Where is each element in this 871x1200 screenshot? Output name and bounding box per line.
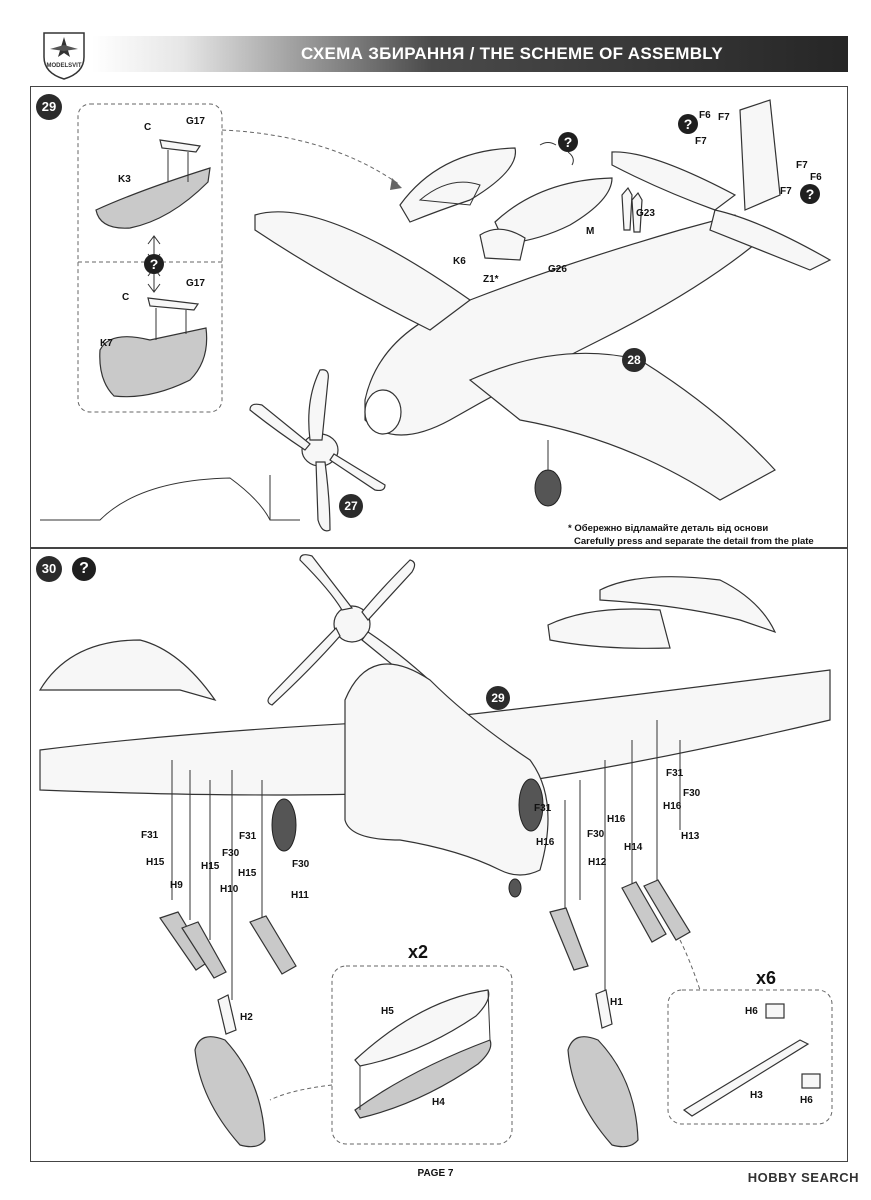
part-k3	[95, 167, 211, 229]
label-h13: H13	[681, 831, 700, 842]
step-29-panel	[30, 86, 848, 548]
label-k6: K6	[453, 256, 466, 267]
ref-step-27: 27	[339, 494, 363, 518]
label-h15-a: H15	[146, 857, 165, 868]
label-f31-c: F31	[534, 803, 552, 814]
logo-text: MODELSVIT	[46, 63, 81, 69]
label-f30-d: F30	[587, 829, 605, 840]
canopy-rear	[494, 177, 613, 245]
label-f31-a: F31	[141, 830, 159, 841]
page-title: СХЕМА ЗБИРАННЯ / THE SCHEME OF ASSEMBLY	[300, 44, 724, 63]
label-f7-bottom: F7	[780, 186, 792, 197]
modelsvit-logo: MODELSVIT	[43, 32, 85, 80]
label-h6-top: H6	[745, 1006, 758, 1017]
ref-step-28: 28	[622, 348, 646, 372]
tank-multiplier: x2	[408, 942, 429, 962]
label-h9: H9	[170, 880, 183, 891]
step-30-badge: 30	[36, 556, 62, 582]
rocket-2	[181, 921, 227, 979]
label-h14: H14	[624, 842, 643, 853]
label-h1: H1	[610, 997, 623, 1008]
canopy-front	[399, 147, 517, 223]
part-h3	[682, 1039, 810, 1117]
label-h12: H12	[588, 857, 607, 868]
label-c-bottom: C	[122, 292, 130, 303]
label-k3: K3	[118, 174, 131, 185]
step-30-panel	[30, 548, 848, 1162]
rocket-4	[549, 907, 589, 971]
drop-tank-right	[567, 1036, 639, 1148]
label-f30-b: F30	[292, 859, 310, 870]
part-g17-bottom	[147, 297, 200, 311]
label-h11: H11	[291, 890, 309, 901]
left-wing	[254, 211, 472, 331]
label-h16-a: H16	[663, 801, 682, 812]
label-f7-mid: F7	[695, 136, 707, 147]
question-icon: ?	[144, 254, 164, 274]
vertical-stabilizer	[739, 99, 781, 211]
drop-tank-left	[194, 1036, 266, 1148]
page-header: СХЕМА ЗБИРАННЯ / THE SCHEME OF ASSEMBLY	[22, 36, 848, 72]
part-h4	[354, 1039, 492, 1119]
label-h2: H2	[240, 1012, 253, 1023]
label-h6-bottom: H6	[800, 1095, 813, 1106]
label-f7-right: F7	[796, 160, 808, 171]
question-icon: ?	[678, 114, 698, 134]
canopy-inset-box	[77, 103, 223, 413]
note-ua: * Обережно відламайте деталь від основи	[568, 523, 769, 534]
note-en: Carefully press and separate the detail …	[574, 536, 814, 547]
label-h4: H4	[432, 1097, 445, 1108]
label-h10: H10	[220, 884, 239, 895]
label-h16-c: H16	[536, 837, 555, 848]
label-h3: H3	[750, 1090, 763, 1101]
label-m: M	[586, 226, 595, 237]
rocket-detail-box	[667, 989, 833, 1125]
header-bar	[92, 36, 848, 72]
question-icon: ?	[800, 184, 820, 204]
part-k7	[99, 327, 208, 398]
label-g17-bottom: G17	[186, 278, 205, 289]
ref-step-29: 29	[486, 686, 510, 710]
label-h15-c: H15	[238, 868, 257, 879]
label-f30-a: F30	[222, 848, 240, 859]
watermark: HOBBY SEARCH	[747, 1170, 859, 1185]
label-f31-b: F31	[239, 831, 257, 842]
label-f7-top: F7	[718, 112, 730, 123]
part-g17-top	[159, 139, 202, 153]
label-g26: G26	[548, 264, 567, 275]
part-h5	[354, 989, 490, 1067]
aircraft-fuselage-underside	[344, 663, 549, 876]
label-g23: G23	[636, 208, 655, 219]
rocket-6	[643, 879, 691, 941]
label-c-top: C	[144, 122, 152, 133]
label-k7: K7	[100, 338, 113, 349]
tank-detail-box	[331, 965, 513, 1145]
rocket-3	[249, 915, 297, 975]
label-h16-b: H16	[607, 814, 626, 825]
label-h15-b: H15	[201, 861, 220, 872]
label-f31-d: F31	[666, 768, 684, 779]
gear-bay-inset-left	[38, 639, 217, 702]
label-h5: H5	[381, 1006, 394, 1017]
label-g17-top: G17	[186, 116, 205, 127]
page-number: PAGE 7	[417, 1168, 454, 1179]
rocket-5	[621, 881, 667, 943]
label-f30-c: F30	[683, 788, 701, 799]
right-wing	[468, 352, 776, 501]
label-f6-top: F6	[699, 110, 711, 121]
gear-bay-inset-right	[599, 576, 777, 634]
question-icon: ?	[72, 557, 96, 581]
label-f6-right: F6	[810, 172, 822, 183]
question-icon: ?	[558, 132, 578, 152]
rocket-multiplier: x6	[756, 968, 777, 988]
step-29-badge: 29	[36, 94, 62, 120]
label-z1: Z1*	[483, 274, 499, 285]
